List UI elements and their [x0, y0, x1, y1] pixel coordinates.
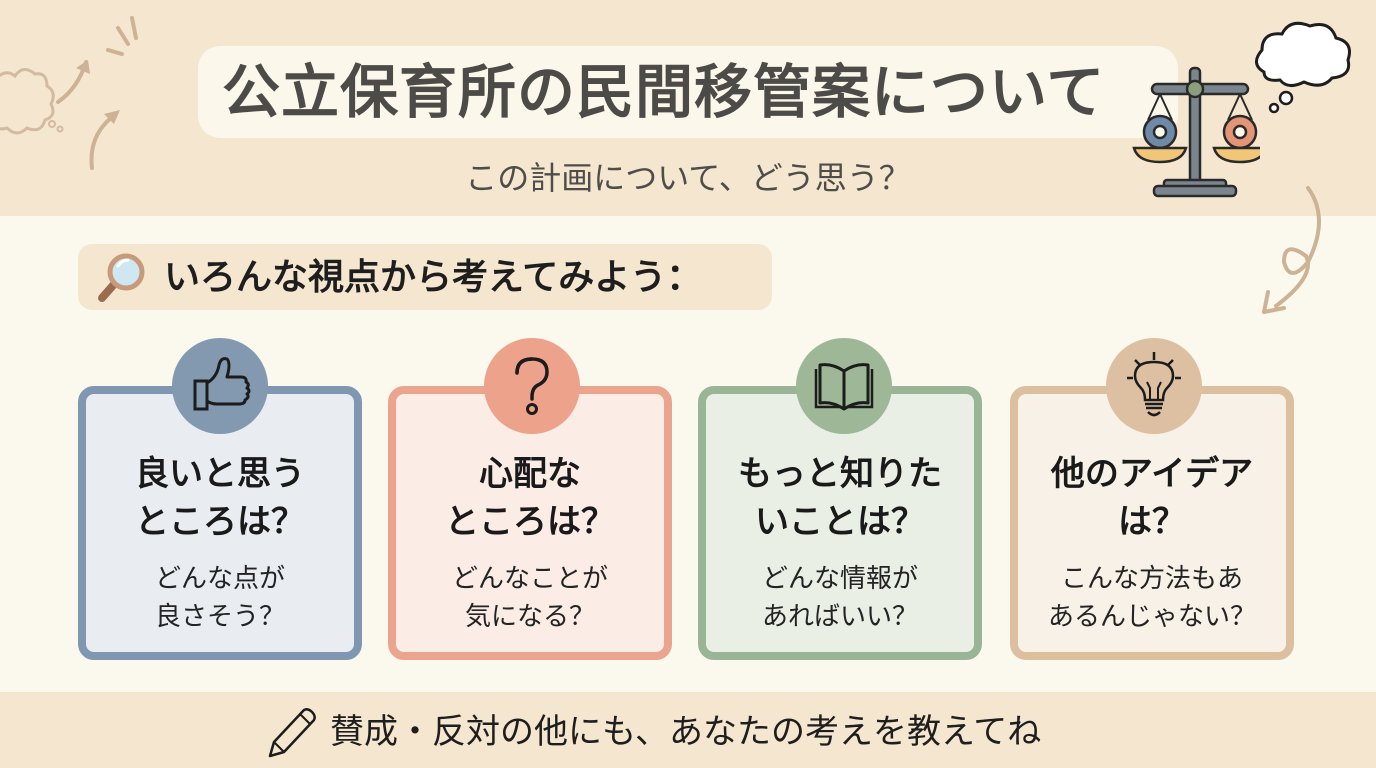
card-sub-line: どんなことが [451, 564, 608, 594]
card-title-line: 他のアイデア [1050, 454, 1254, 494]
thought-bubble-icon [1255, 21, 1351, 114]
page-subtitle: この計画について、どう思う？ [465, 159, 911, 197]
card-sub-line: こんな方法もあ [1060, 564, 1243, 594]
card-subtext: どんなことが 気になる？ [396, 560, 664, 636]
card-subtext: どんな情報が あればいい？ [706, 560, 974, 636]
card-title: 心配な ところは？ [396, 450, 664, 546]
card-title-line: もっと知りた [738, 454, 942, 494]
curly-arrow-doodle-icon [1262, 186, 1321, 314]
card-sub-line: どんな情報が [761, 564, 918, 594]
card-title: もっと知りた いことは？ [706, 450, 974, 546]
question-mark-icon [515, 357, 549, 415]
footer-band [0, 692, 1376, 768]
magnifier-icon [98, 253, 145, 302]
card-icon-circle [796, 338, 892, 434]
card-sub-line: 気になる？ [464, 602, 595, 632]
spark-lines-doodle-icon [106, 16, 138, 56]
card-icon-circle [1106, 338, 1202, 434]
card-other-ideas: 他のアイデア は？ こんな方法もあ あるんじゃない？ [1010, 386, 1294, 660]
page-title: 公立保育所の民間移管案について [222, 58, 1106, 126]
orange-gear [1222, 114, 1258, 150]
card-title-line: は？ [1118, 502, 1186, 542]
card-title-line: いことは？ [755, 502, 925, 542]
card-icon-circle [172, 338, 268, 434]
card-title: 良いと思う ところは？ [86, 450, 354, 546]
card-title-line: ところは？ [445, 502, 615, 542]
card-title-line: 心配な [479, 454, 581, 494]
balance-scale-icon [1132, 66, 1260, 198]
card-sub-line: あればいい？ [761, 602, 918, 632]
arrow-doodle-icon [89, 110, 120, 170]
card-sub-line: あるんじゃない？ [1047, 602, 1256, 632]
card-subtext: どんな点が 良さそう？ [86, 560, 354, 636]
card-subtext: こんな方法もあ あるんじゃない？ [1018, 560, 1286, 636]
blue-gear [1142, 114, 1178, 150]
card-sub-line: どんな点が [154, 564, 285, 594]
card-title-line: ところは？ [135, 502, 305, 542]
arrow-doodle-icon [56, 60, 90, 104]
prompt-text: いろんな視点から考えてみよう： [164, 257, 703, 298]
open-book-icon [814, 363, 874, 411]
title-box [198, 46, 1178, 138]
thumbs-up-icon [193, 357, 251, 411]
card-good-points: 良いと思う ところは？ どんな点が 良さそう？ [78, 386, 362, 660]
pencil-icon [268, 708, 316, 758]
card-title-line: 良いと思う [135, 454, 305, 494]
card-sub-line: 良さそう？ [154, 602, 285, 632]
lightbulb-icon [1127, 352, 1181, 417]
thought-cloud-doodle-icon [0, 68, 64, 135]
footer-message: 賛成・反対の他にも、あなたの考えを教えてね [330, 712, 1042, 752]
prompt-banner [78, 244, 772, 310]
card-title: 他のアイデア は？ [1018, 450, 1286, 546]
card-icon-circle [484, 338, 580, 434]
